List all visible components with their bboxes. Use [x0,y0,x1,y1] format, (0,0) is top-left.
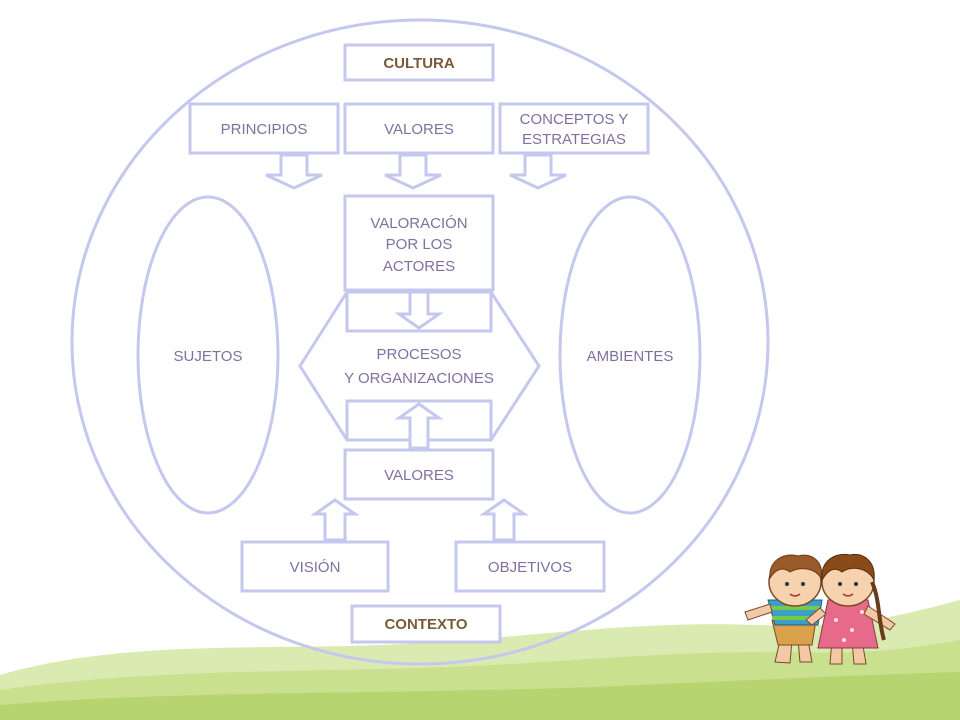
outer-circle [70,18,770,666]
conceptos-line-2: ESTRATEGIAS [522,131,626,148]
procesos-inner-bottom [345,399,493,440]
procesos-line-1: PROCESOS [376,346,461,363]
vision-label: VISIÓN [290,559,341,576]
procesos-line-2: Y ORGANIZACIONES [344,370,494,387]
contexto-box [350,604,502,644]
contexto-label: CONTEXTO [384,616,467,633]
arrow-up-valores [394,402,444,450]
principios-box [188,102,340,155]
arrow-down-valoracion [394,290,444,330]
arrow-down-conceptos [509,153,567,190]
arrow-up-objetivos [479,498,529,542]
arrow-up-vision [310,498,360,542]
ambientes-label: AMBIENTES [587,348,674,365]
valores-top-label: VALORES [384,121,454,138]
right-oval [558,195,702,515]
valores-bottom-box [343,448,495,501]
conceptos-box [498,102,650,155]
left-oval [136,195,280,515]
vision-box [240,540,390,593]
valores-top-box [343,102,495,155]
principios-label: PRINCIPIOS [221,121,308,138]
valores-bottom-label: VALORES [384,467,454,484]
sujetos-label: SUJETOS [174,348,243,365]
cultura-label: CULTURA [383,55,455,72]
arrow-down-valores [384,153,442,190]
cultura-box [343,43,495,82]
valoracion-line-1: VALORACIÓN [370,215,467,232]
valoracion-line-2: POR LOS [386,236,453,253]
objetivos-label: OBJETIVOS [488,559,572,576]
valoracion-box [343,194,495,292]
objetivos-box [454,540,606,593]
procesos-inner-top [345,292,493,333]
children-illustration [744,553,896,665]
valoracion-line-3: ACTORES [383,258,455,275]
arrow-down-principios [265,153,323,190]
conceptos-line-1: CONCEPTOS Y [520,111,629,128]
